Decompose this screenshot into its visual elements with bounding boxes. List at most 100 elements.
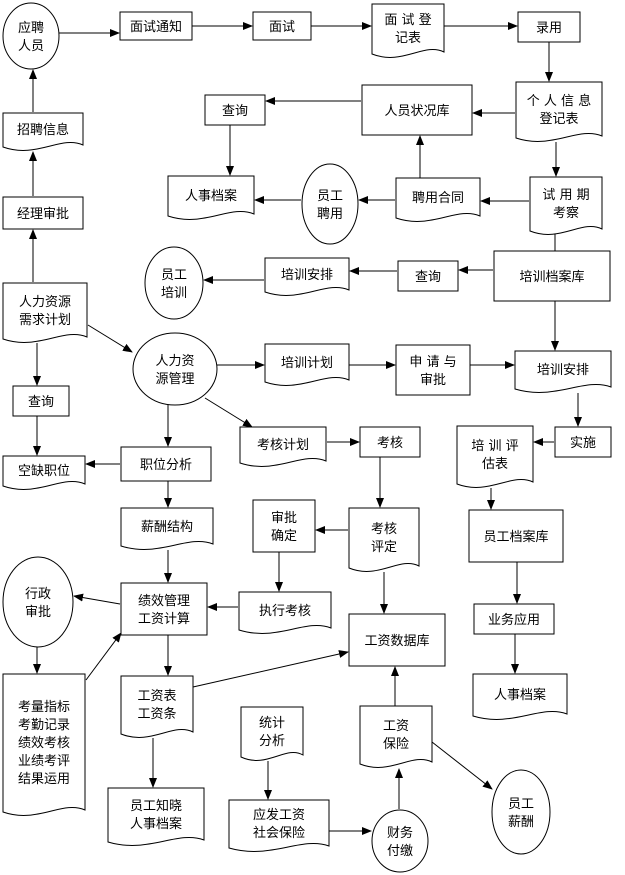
node-label: 聘用 xyxy=(317,207,343,222)
node-shape-document xyxy=(264,343,350,386)
edges-layer xyxy=(29,22,582,835)
node-kaohe: 考核 xyxy=(359,426,421,458)
node-mianshi-tongzhi: 面试通知 xyxy=(119,11,193,41)
node-zhixing-kaohe: 执行考核 xyxy=(238,591,332,634)
node-shape-document xyxy=(359,705,433,768)
node-label: 工资 xyxy=(383,719,409,734)
node-label: 考勤记录 xyxy=(18,718,70,733)
node-label: 人力资源 xyxy=(19,295,71,310)
node-label: 人员 xyxy=(18,39,44,54)
node-label: 工资表 xyxy=(137,689,176,704)
node-peixun-danganku: 培训档案库 xyxy=(493,250,611,302)
node-shape-document xyxy=(238,591,332,634)
node-mianshi-dengjibiao: 面 试 登记表 xyxy=(371,3,445,58)
node-shape-document xyxy=(2,282,88,343)
node-chaxun-2: 查询 xyxy=(397,260,459,292)
node-label: 行政 xyxy=(25,587,51,602)
node-label: 考核 xyxy=(371,522,397,537)
node-shape-document xyxy=(167,175,255,220)
node-label: 审批 xyxy=(420,373,446,388)
node-label: 面试 xyxy=(269,20,295,35)
node-label: 应发工资 xyxy=(253,807,305,823)
node-shape-document xyxy=(107,787,205,846)
node-shape-ellipse xyxy=(2,556,74,648)
node-label: 人事档案 xyxy=(494,688,546,703)
node-label: 统计 xyxy=(259,716,285,731)
node-shape-box xyxy=(204,94,266,126)
node-label: 绩效管理 xyxy=(138,594,190,609)
node-label: 源管理 xyxy=(155,372,194,387)
node-yewu-yingyong: 业务应用 xyxy=(473,603,555,635)
node-renshi-dangan-2: 人事档案 xyxy=(472,673,568,720)
node-label: 估表 xyxy=(482,457,508,472)
node-label: 面 试 登 xyxy=(384,13,431,28)
node-label: 员工知晓 xyxy=(130,798,182,814)
node-shape-box xyxy=(252,11,312,41)
node-label: 评定 xyxy=(371,540,397,555)
nodes-layer: 应聘人员面试通知面试面 试 登记表录用招聘信息查询人员状况库个 人 信 息登记表… xyxy=(2,2,612,873)
node-label: 录用 xyxy=(536,21,562,36)
node-shape-document xyxy=(456,425,534,488)
node-shape-box xyxy=(397,260,459,292)
node-peixun-anpai-2: 培训安排 xyxy=(514,350,612,393)
node-shape-ellipse xyxy=(2,2,60,70)
node-jingli-shenpi: 经理审批 xyxy=(2,196,84,230)
node-label: 记表 xyxy=(395,31,421,46)
node-shape-document xyxy=(239,426,327,467)
node-shape-box xyxy=(120,582,208,636)
node-label: 社会保险 xyxy=(253,825,305,841)
node-shape-box xyxy=(252,499,316,553)
node-zhiwei-fenxi: 职位分析 xyxy=(120,446,212,482)
node-peixun-anpai-1: 培训安排 xyxy=(264,257,350,296)
node-xinchou-jiegou: 薪酬结构 xyxy=(120,507,214,550)
node-label: 考核 xyxy=(377,436,403,451)
node-chaxun-3: 查询 xyxy=(12,385,70,417)
node-label: 查询 xyxy=(415,270,441,285)
node-renshi-dangan-1: 人事档案 xyxy=(167,175,255,220)
node-peixun-pinggu: 培 训 评估表 xyxy=(456,425,534,488)
node-label: 审批 xyxy=(25,605,51,620)
node-label: 培 训 评 xyxy=(471,438,518,454)
node-label: 考察 xyxy=(553,206,579,221)
node-kongque-zhiwei: 空缺职位 xyxy=(2,455,86,490)
node-label: 个 人 信 息 xyxy=(527,93,591,109)
node-shape-box xyxy=(359,426,421,458)
node-shiyongqi: 试 用 期考察 xyxy=(529,176,603,235)
node-chaxun-1: 查询 xyxy=(204,94,266,126)
node-shape-box xyxy=(361,84,473,136)
node-label: 职位分析 xyxy=(140,458,192,473)
node-label: 业绩考评 xyxy=(18,754,70,769)
node-label: 查询 xyxy=(222,104,248,119)
node-shape-document xyxy=(529,176,603,235)
node-label: 员工 xyxy=(508,797,534,812)
node-label: 聘用合同 xyxy=(412,191,464,206)
node-label: 招聘信息 xyxy=(17,122,69,138)
node-label: 绩效考核 xyxy=(18,736,70,751)
node-shape-box xyxy=(493,250,611,302)
node-shape-ellipse xyxy=(371,809,429,873)
node-label: 薪酬 xyxy=(508,815,534,830)
node-label: 培训档案库 xyxy=(519,269,584,285)
node-label: 申 请 与 xyxy=(409,355,456,370)
node-label: 考核计划 xyxy=(257,438,309,453)
node-label: 培训安排 xyxy=(281,267,333,283)
node-shape-document xyxy=(264,257,350,296)
node-label: 查询 xyxy=(28,395,54,410)
node-shape-document xyxy=(514,350,612,393)
node-label: 工资计算 xyxy=(138,612,190,627)
node-label: 审批 xyxy=(271,511,297,526)
node-label: 人事档案 xyxy=(185,189,237,204)
flow-arrow xyxy=(204,397,253,428)
node-label: 面试通知 xyxy=(130,19,182,35)
flow-arrow xyxy=(192,650,349,688)
node-shape-box xyxy=(554,426,612,458)
